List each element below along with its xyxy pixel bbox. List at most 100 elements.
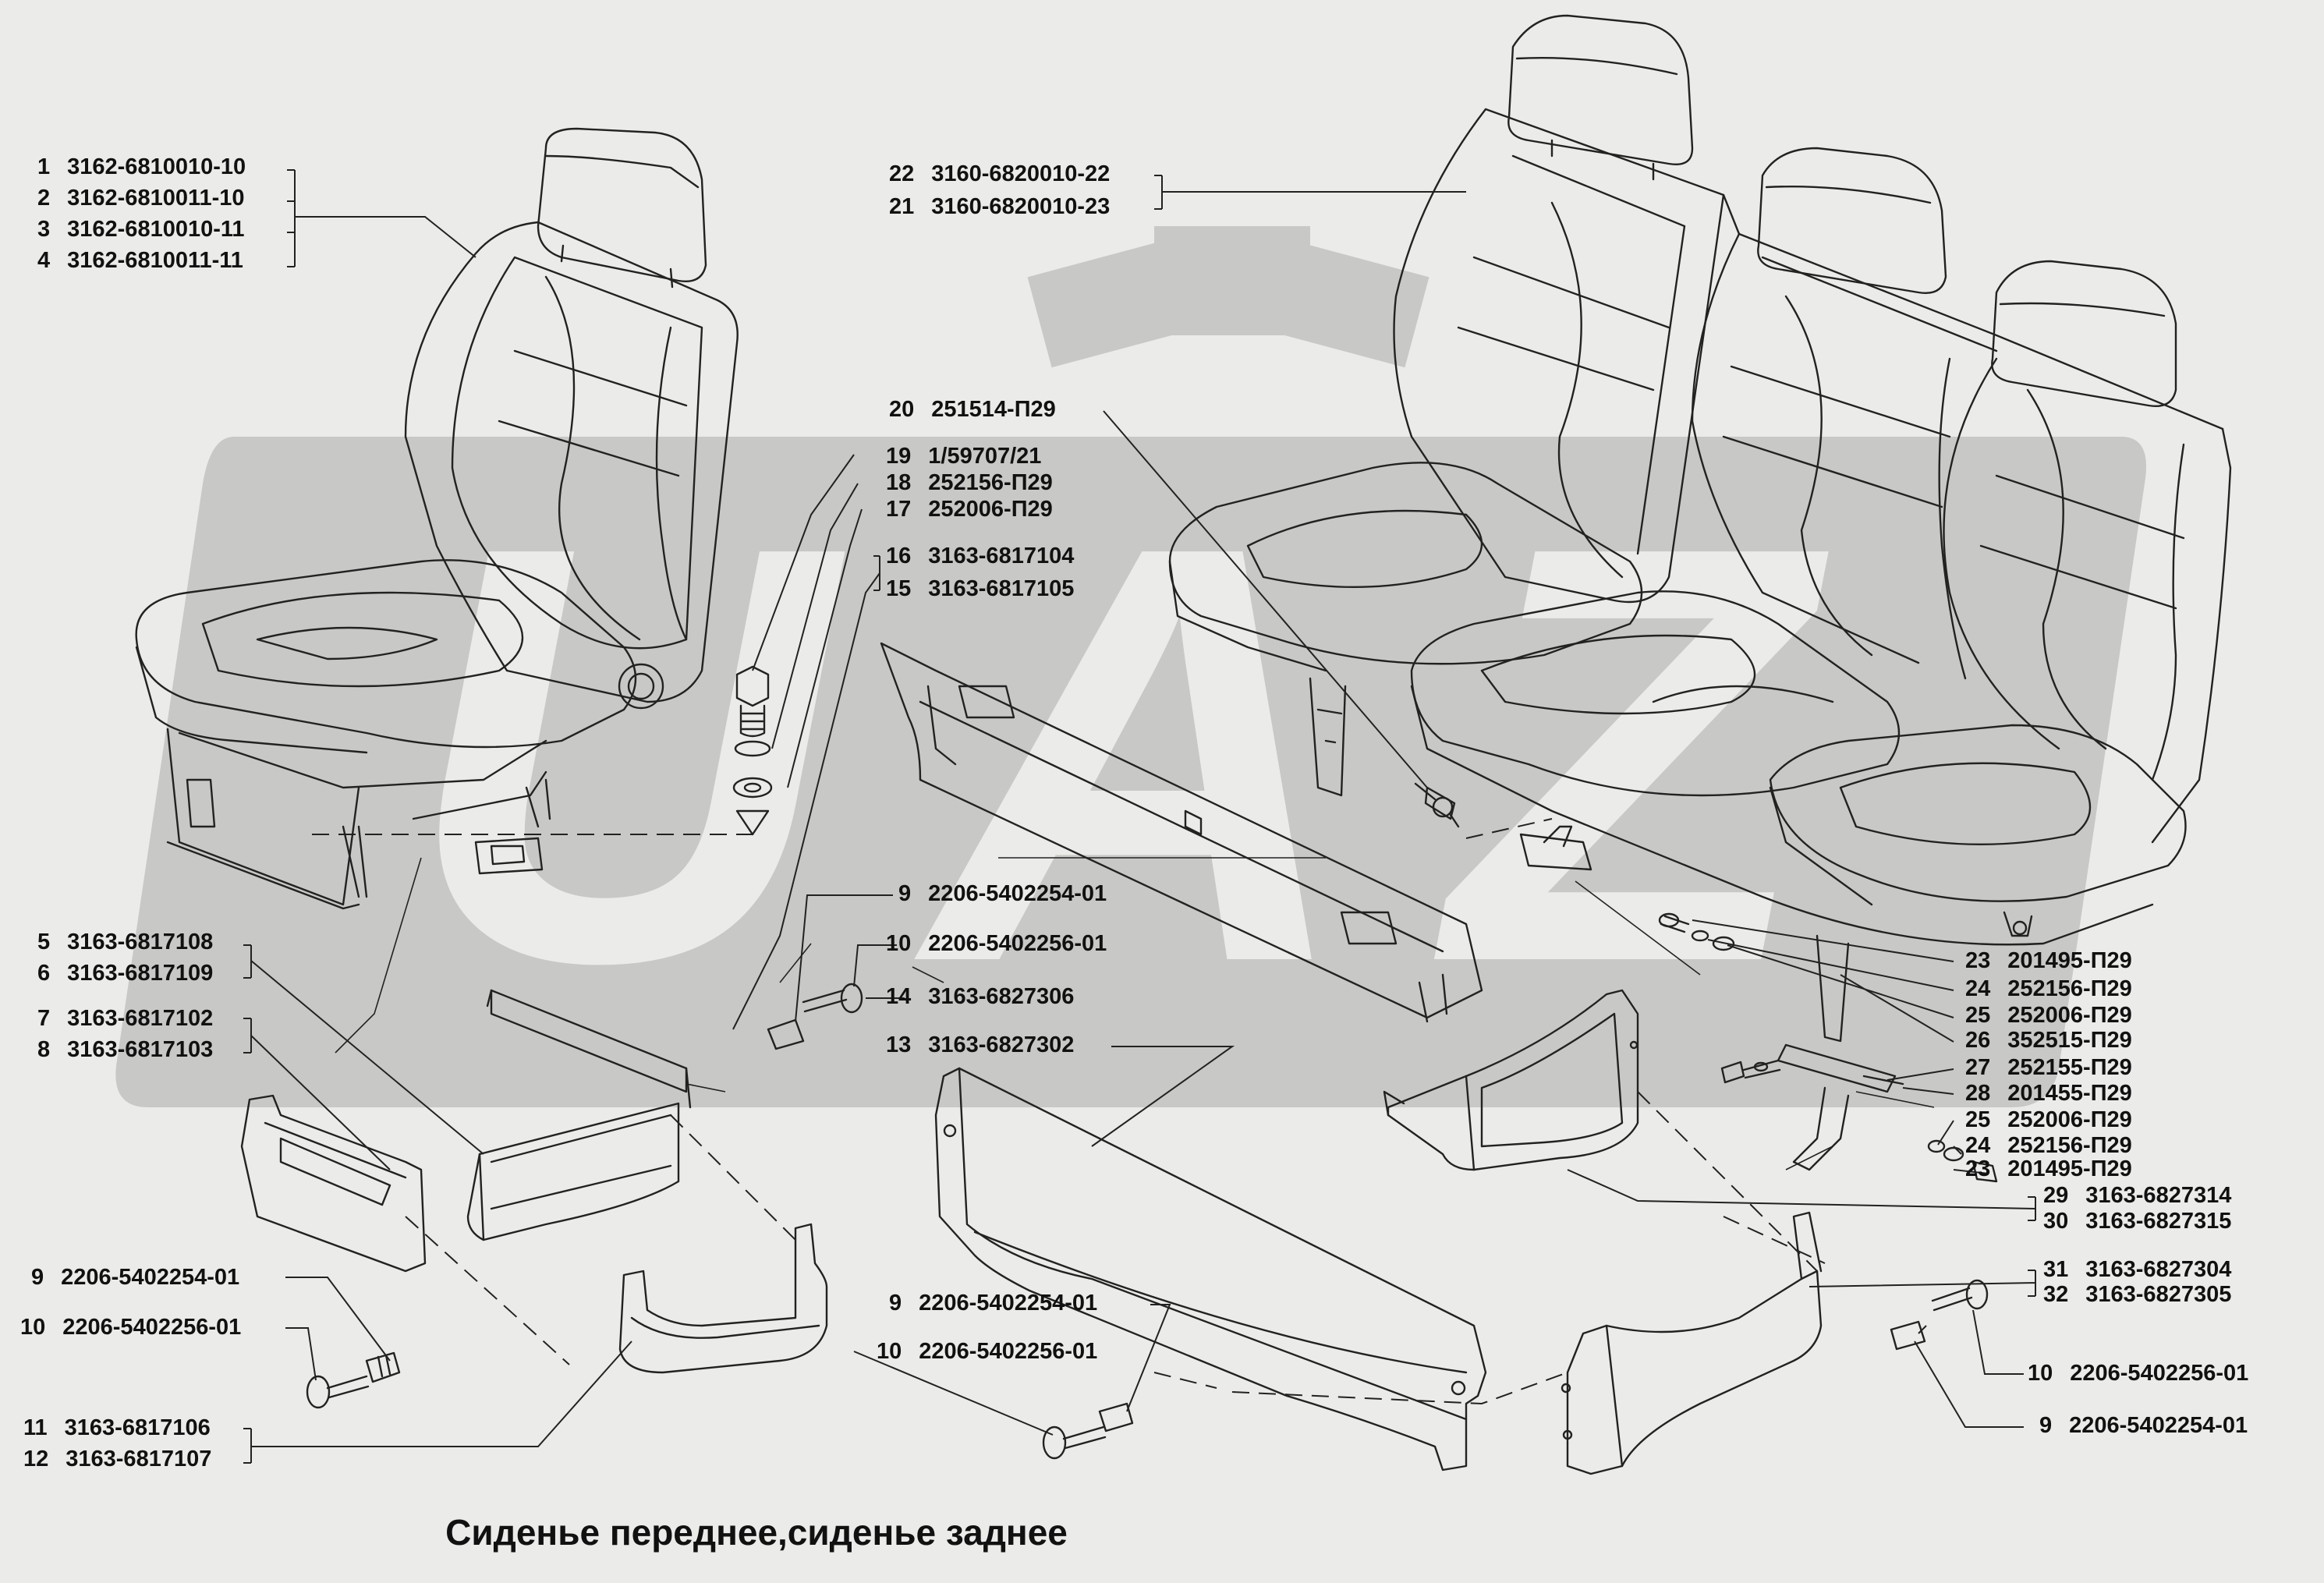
screw-front-left xyxy=(306,1351,401,1409)
callout-number: 7 xyxy=(37,1006,51,1031)
callout-code: 352515-П29 xyxy=(2007,1028,2132,1053)
callout-number: 27 xyxy=(1965,1055,1991,1080)
callout-number: 14 xyxy=(886,984,912,1009)
watermark-logo: UAZ xyxy=(115,226,2147,1107)
hinge-20 xyxy=(1414,782,1460,828)
callout-code: 3163-6827306 xyxy=(928,984,1075,1009)
callout-number: 32 xyxy=(2043,1282,2069,1307)
callout-code: 3163-6817109 xyxy=(67,961,214,986)
callout-number: 5 xyxy=(37,930,51,954)
callout-code: 3163-6817108 xyxy=(67,930,214,954)
callout-number: 9 xyxy=(889,1291,902,1316)
callout-code: 2206-5402254-01 xyxy=(61,1265,240,1290)
callout-number: 12 xyxy=(23,1447,49,1471)
callout-number: 29 xyxy=(2043,1183,2069,1208)
callout-code: 252006-П29 xyxy=(2007,1003,2132,1028)
callout-number: 22 xyxy=(889,161,915,186)
callout-number: 8 xyxy=(37,1037,51,1062)
callout-9-bottom: 9 2206-5402254-01 xyxy=(889,1291,1097,1316)
callout-code: 3160-6820010-23 xyxy=(931,194,1111,219)
callout-number: 23 xyxy=(1965,1156,1991,1181)
callout-code: 1/59707/21 xyxy=(928,444,1042,469)
callout-number: 31 xyxy=(2043,1257,2069,1282)
screw-rear-right xyxy=(1890,1279,1989,1351)
callout-number: 18 xyxy=(886,470,912,495)
callout-code: 2206-5402254-01 xyxy=(928,881,1107,906)
callout-number: 16 xyxy=(886,544,912,568)
callout-code: 3163-6817103 xyxy=(67,1037,214,1062)
callout-code: 3163-6827302 xyxy=(928,1032,1075,1057)
bracket-front xyxy=(486,989,692,1109)
panel-13 xyxy=(934,1067,1487,1471)
callout-code: 3163-6817106 xyxy=(64,1415,211,1440)
callout-number: 17 xyxy=(886,497,912,522)
callout-number: 4 xyxy=(37,248,51,273)
callout-4: 4 3162-6810011-11 xyxy=(37,248,243,273)
assembly-lines xyxy=(312,818,1927,1405)
callout-10-bottom: 10 2206-5402256-01 xyxy=(877,1339,1097,1364)
callout-code: 3160-6820010-22 xyxy=(931,161,1111,186)
callout-number: 11 xyxy=(23,1415,48,1440)
callout-code: 201495-П29 xyxy=(2007,948,2132,973)
callout-code: 252156-П29 xyxy=(2007,976,2132,1001)
diagram-caption: Сиденье переднее,сиденье заднее xyxy=(445,1512,1068,1553)
cover-11-12 xyxy=(618,1223,828,1374)
callout-code: 2206-5402256-01 xyxy=(919,1339,1098,1364)
callout-code: 3162-6810010-10 xyxy=(67,154,246,179)
callout-27: 27 252155-П29 xyxy=(1965,1055,2132,1080)
callout-code: 2206-5402254-01 xyxy=(919,1291,1098,1316)
callout-code: 3162-6810011-11 xyxy=(67,248,243,273)
callout-9-front: 9 2206-5402254-01 xyxy=(31,1265,239,1290)
callout-number: 13 xyxy=(886,1032,912,1057)
callout-8: 8 3163-6817103 xyxy=(37,1037,213,1062)
rear-seat xyxy=(1168,14,2232,946)
guide-lines xyxy=(335,857,1935,1170)
callout-14: 14 3163-6827306 xyxy=(886,984,1074,1009)
callout-number: 30 xyxy=(2043,1209,2069,1234)
screw-middle-bottom xyxy=(1042,1402,1134,1460)
callout-5: 5 3163-6817108 xyxy=(37,930,213,954)
callout-number: 10 xyxy=(2028,1361,2053,1386)
callout-7: 7 3163-6817102 xyxy=(37,1006,213,1031)
callout-code: 2206-5402256-01 xyxy=(62,1315,242,1340)
callout-code: 252006-П29 xyxy=(928,497,1053,522)
screw-middle-left xyxy=(767,983,863,1050)
callout-13: 13 3163-6827302 xyxy=(886,1032,1074,1057)
cover-5-6 xyxy=(466,1102,680,1241)
callout-30: 30 3163-6827315 xyxy=(2043,1209,2231,1234)
watermark-text: UAZ xyxy=(405,423,1904,1085)
callout-number: 28 xyxy=(1965,1081,1991,1106)
callout-number: 24 xyxy=(1965,1133,1991,1158)
callout-code: 3163-6817102 xyxy=(67,1006,214,1031)
callout-number: 10 xyxy=(877,1339,902,1364)
callout-number: 20 xyxy=(889,397,915,422)
callout-number: 10 xyxy=(886,931,912,956)
callout-number: 21 xyxy=(889,194,915,219)
callout-11: 11 3163-6817106 xyxy=(23,1415,211,1440)
rear-support xyxy=(1658,912,1998,1183)
callout-number: 9 xyxy=(31,1265,44,1290)
callout-code: 2206-5402254-01 xyxy=(2069,1413,2248,1438)
cover-7-8 xyxy=(240,1094,427,1273)
callout-code: 252155-П29 xyxy=(2007,1055,2132,1080)
callout-code: 3163-6827315 xyxy=(2085,1209,2232,1234)
